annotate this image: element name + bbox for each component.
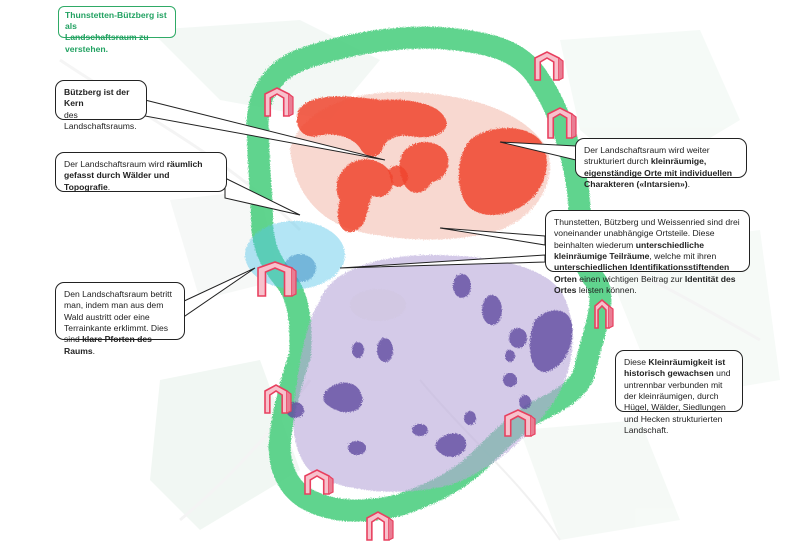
callout-ortsteile: Thunstetten, Bützberg und Weissenried si… — [545, 210, 750, 295]
gate-icon — [264, 384, 292, 414]
gefasst-text2: . — [107, 181, 111, 192]
callout-intarsien: Der Landschaftsraum wird weiter struktur… — [575, 138, 747, 189]
gefasst-bold: räumlich gefasst durch Wälder und Topogr… — [64, 159, 203, 192]
ortsteile-text4: leisten können. — [576, 285, 637, 296]
historisch-text2: und untrennbar verbunden mit der kleinrä… — [624, 368, 731, 436]
pforten-text2: . — [92, 345, 96, 356]
core-buetzberg — [296, 96, 547, 233]
kern-text: des Landschaftsraums. — [64, 109, 137, 132]
intarsien-bold: kleinräumige, eigenständige Orte mit ind… — [584, 156, 733, 190]
gate-icon — [504, 409, 536, 437]
intarsien-blobs — [286, 274, 573, 458]
pforten-bold: klare Pforten des Raums — [64, 334, 152, 356]
title-box: Thunstetten-Bützberg ist als Landschafts… — [58, 6, 176, 54]
gate-icon — [534, 51, 564, 81]
intarsien-text1: Der Landschaftsraum wird weiter struktur… — [584, 145, 710, 167]
historisch-bold: Kleinräumigkeit ist historisch gewachsen — [624, 357, 726, 379]
callout-pointers — [144, 99, 577, 319]
callout-historisch: Diese Kleinräumigkeit ist historisch gew… — [615, 350, 743, 435]
gate-icon — [366, 511, 394, 541]
settlement-zone — [293, 255, 573, 492]
pforten-text1: Den Landschaftsraum betritt man, indem m… — [64, 289, 172, 345]
kern-bold: Bützberg ist der Kern — [64, 87, 130, 109]
gates — [257, 51, 614, 541]
historisch-text1: Diese — [624, 357, 649, 367]
intarsien-text2: . — [687, 179, 691, 190]
gate-icon — [547, 107, 577, 139]
callout-kern: Bützberg ist der Kern des Landschaftsrau… — [55, 80, 147, 131]
ortsteile-text1: Thunstetten, Bützberg und Weissenried si… — [554, 217, 740, 250]
ortsteile-text2: , welche mit ihren — [649, 251, 717, 262]
title-line1: Thunstetten-Bützberg ist als — [65, 10, 167, 32]
ortsteile-bold3: Identität des Ortes — [554, 273, 736, 296]
callout-pforten: Den Landschaftsraum betritt man, indem m… — [55, 282, 185, 356]
ortsteile-bold2: unterschiedlichen Identifikationsstiften… — [554, 262, 730, 284]
ortsteile-bold1: unterschiedliche kleinräumige Teilräume — [554, 239, 704, 262]
gate-icon — [264, 87, 294, 117]
gefasst-text1: Der Landschaftsraum wird — [64, 159, 167, 169]
gate-icon — [594, 298, 614, 329]
callout-gefasst: Der Landschaftsraum wird räumlich gefass… — [55, 152, 227, 192]
title-line2: Landschaftsraum zu verstehen. — [65, 32, 149, 54]
ortsteile-text3: einen wichtigen Beitrag zur — [576, 273, 685, 284]
gate-icon — [257, 261, 297, 297]
gate-icon — [304, 469, 334, 495]
